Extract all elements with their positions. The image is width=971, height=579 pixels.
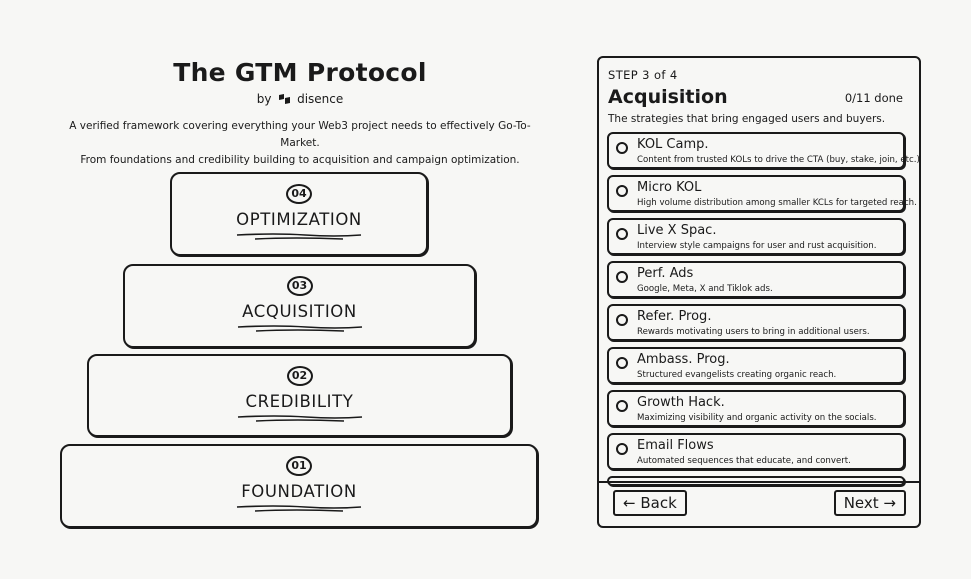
tier-underline	[237, 325, 362, 332]
description-line: From foundations and credibility buildin…	[80, 154, 520, 166]
page-title: The GTM Protocol	[173, 58, 427, 87]
back-button[interactable]: ← Back	[613, 490, 687, 516]
radio-empty-icon[interactable]	[616, 443, 628, 455]
tier-underline	[236, 233, 362, 240]
strategy-name: Micro KOL	[637, 180, 702, 195]
panel-divider	[599, 481, 919, 483]
progress-counter: 0/11 done	[844, 91, 903, 105]
tier-number: 03	[286, 276, 313, 296]
strategy-desc: Content from trusted KOLs to drive the C…	[637, 155, 920, 165]
description-line: A verified framework covering everything…	[69, 120, 531, 149]
strategy-desc: Automated sequences that educate, and co…	[637, 456, 851, 466]
strategy-desc: Google, Meta, X and Tiklok ads.	[637, 284, 773, 294]
strategy-name: Live X Spac.	[637, 223, 717, 238]
strategy-list: KOL Camp. Content from trusted KOLs to d…	[607, 132, 919, 492]
back-label: Back	[640, 494, 677, 512]
tier-optimization[interactable]: 04 OPTIMIZATION	[170, 172, 428, 256]
strategy-item-micro-kol[interactable]: Micro KOL High volume distribution among…	[607, 175, 917, 212]
strategy-name: Growth Hack.	[637, 395, 725, 410]
strategy-item-growth-hack[interactable]: Growth Hack. Maximizing visibility and o…	[607, 390, 905, 427]
brand-name: disence	[297, 92, 344, 106]
tier-underline	[237, 415, 362, 422]
radio-empty-icon[interactable]	[616, 357, 628, 369]
strategy-item-email-flows[interactable]: Email Flows Automated sequences that edu…	[607, 433, 905, 470]
strategy-desc: Maximizing visibility and organic activi…	[637, 413, 877, 423]
tier-foundation[interactable]: 01 FOUNDATION	[60, 444, 538, 528]
next-label: Next	[843, 494, 879, 512]
disence-logo-icon	[279, 94, 291, 104]
radio-empty-icon[interactable]	[616, 314, 628, 326]
next-button[interactable]: Next →	[833, 490, 906, 516]
panel-title: Acquisition	[608, 86, 728, 108]
byline-prefix: by	[256, 92, 272, 106]
arrow-left-icon: ←	[623, 494, 636, 512]
radio-empty-icon[interactable]	[616, 400, 628, 412]
arrow-right-icon: →	[883, 494, 896, 512]
strategy-item-live-x-spac[interactable]: Live X Spac. Interview style campaigns f…	[607, 218, 905, 255]
strategy-name: KOL Camp.	[637, 137, 709, 152]
strategy-desc: Structured evangelists creating organic …	[637, 370, 837, 380]
strategy-item-perf-ads[interactable]: Perf. Ads Google, Meta, X and Tiklok ads…	[607, 261, 905, 298]
strategy-name: Refer. Prog.	[637, 309, 712, 324]
strategy-name: Ambass. Prog.	[637, 352, 730, 367]
tier-name: OPTIMIZATION	[236, 210, 362, 229]
hero-description: A verified framework covering everything…	[60, 118, 540, 169]
tier-number: 01	[286, 456, 312, 476]
step-panel: STEP 3 of 4 Acquisition 0/11 done The st…	[597, 56, 921, 528]
radio-empty-icon[interactable]	[616, 142, 628, 154]
strategy-name: Perf. Ads	[637, 266, 694, 281]
tier-name: CREDIBILITY	[245, 392, 354, 411]
tier-underline	[236, 505, 362, 512]
radio-empty-icon[interactable]	[616, 271, 628, 283]
radio-empty-icon[interactable]	[616, 228, 628, 240]
tier-number: 04	[286, 184, 312, 204]
step-label: STEP 3 of 4	[608, 68, 678, 82]
strategy-desc: Interview style campaigns for user and r…	[637, 241, 877, 251]
tier-acquisition[interactable]: 03 ACQUISITION	[123, 264, 476, 348]
strategy-name: Email Flows	[637, 438, 714, 453]
strategy-item-ambass-prog[interactable]: Ambass. Prog. Structured evangelists cre…	[607, 347, 905, 384]
strategy-desc: High volume distribution among smaller K…	[637, 198, 917, 208]
tier-name: FOUNDATION	[241, 482, 357, 501]
panel-subtitle: The strategies that bring engaged users …	[608, 113, 886, 125]
radio-empty-icon[interactable]	[616, 185, 628, 197]
strategy-desc: Rewards motivating users to bring in add…	[637, 327, 870, 337]
strategy-item-kol-camp[interactable]: KOL Camp. Content from trusted KOLs to d…	[607, 132, 919, 169]
byline: by disence	[0, 92, 600, 106]
tier-number: 02	[286, 366, 313, 386]
strategy-item-refer-prog[interactable]: Refer. Prog. Rewards motivating users to…	[607, 304, 905, 341]
tier-name: ACQUISITION	[242, 302, 357, 321]
tier-credibility[interactable]: 02 CREDIBILITY	[87, 354, 512, 437]
